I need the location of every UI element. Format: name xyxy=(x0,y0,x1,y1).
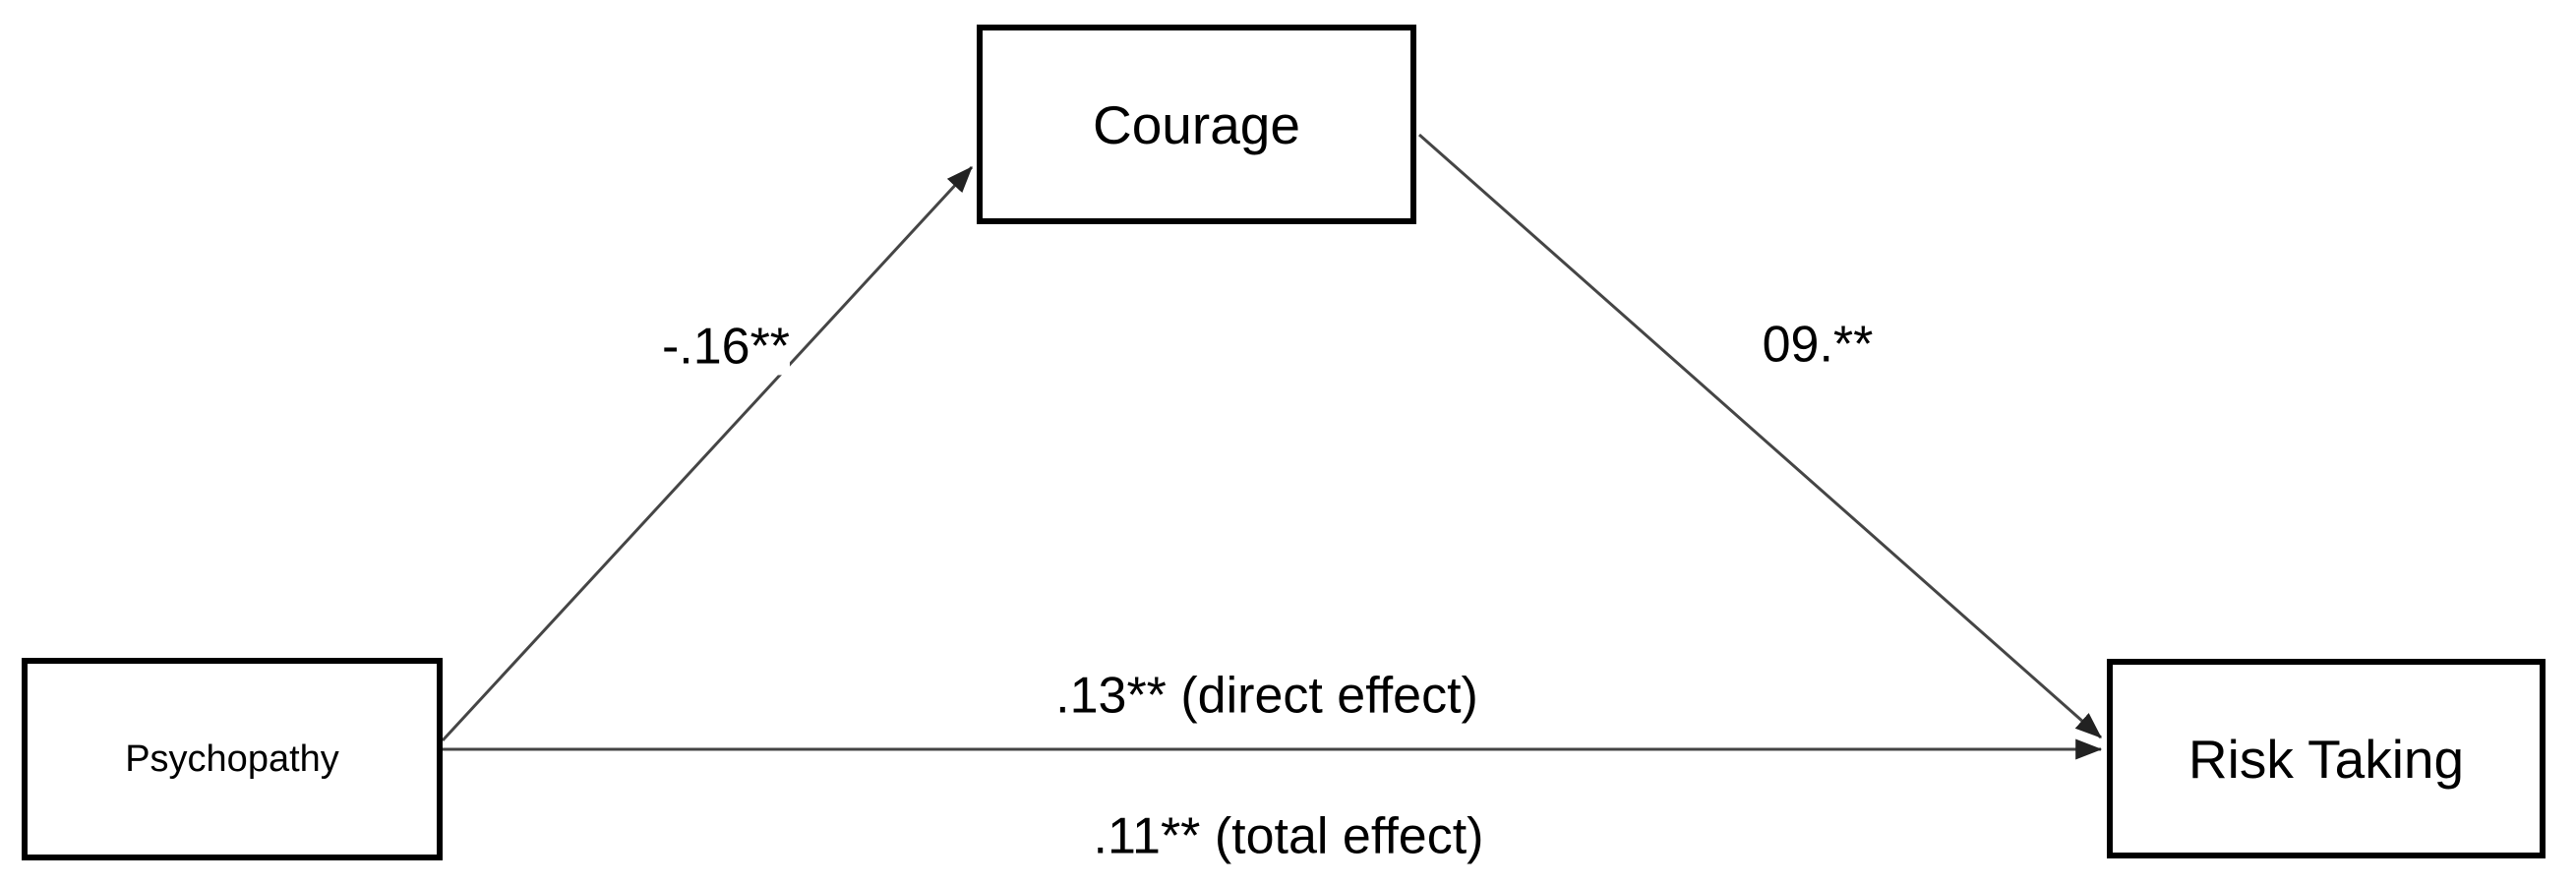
total-effect-label: .11** (total effect) xyxy=(1093,807,1484,865)
path-a-arrow xyxy=(441,165,974,742)
path-b-coefficient-label: 09.** xyxy=(1762,316,1874,374)
node-courage: Courage xyxy=(977,25,1416,224)
path-b-arrow xyxy=(1418,133,2102,739)
node-risk-taking-label: Risk Taking xyxy=(2187,728,2465,790)
node-psychopathy-label: Psychopathy xyxy=(125,738,339,780)
direct-effect-label: .13** (direct effect) xyxy=(1055,667,1478,725)
node-risk-taking: Risk Taking xyxy=(2107,659,2546,858)
node-courage-label: Courage xyxy=(1093,93,1300,155)
path-a-coefficient-label: -.16** xyxy=(661,318,791,376)
node-psychopathy: Psychopathy xyxy=(22,658,443,860)
